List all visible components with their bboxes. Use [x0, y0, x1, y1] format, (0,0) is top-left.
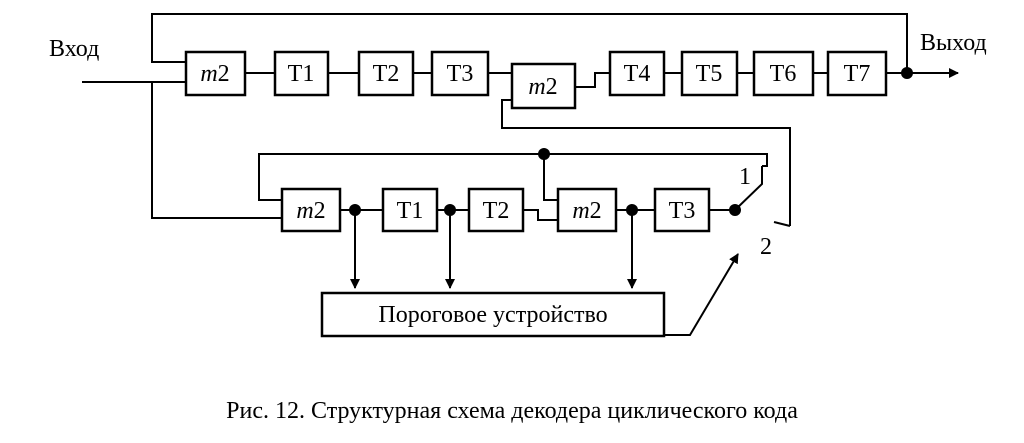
top-register-t6: T6: [752, 50, 815, 97]
tap2-node-dot: [444, 204, 456, 216]
svg-text:T6: T6: [770, 61, 797, 87]
threshold-to-switch-arrow: [664, 253, 739, 336]
svg-text:T2: T2: [373, 61, 400, 87]
wires: [82, 13, 959, 336]
wire-lt2-lm2b: [523, 209, 558, 221]
svg-text:T5: T5: [696, 61, 723, 87]
junction-dots: [349, 67, 913, 216]
bottom-feedback-left-wire: [258, 153, 544, 201]
input-label: Вход: [49, 36, 99, 62]
top-row: m2 T1 T2 T3 m2 T4 T5: [184, 50, 888, 110]
bottom-register-t3: T3: [653, 187, 711, 233]
svg-text:T7: T7: [844, 61, 871, 87]
top-register-t2: T2: [357, 50, 415, 97]
bottom-feedback-m2b-wire: [543, 154, 558, 201]
svg-text:T3: T3: [669, 198, 696, 224]
top-register-t3: T3: [430, 50, 490, 97]
output-node-dot: [901, 67, 913, 79]
switch-to-m2b-wire: [501, 99, 791, 226]
bottom-mod2-adder-2: m2: [556, 187, 618, 233]
bottom-row: m2 T1 T2 m2 T3: [280, 187, 711, 233]
switch-position-2-label: 2: [760, 234, 772, 260]
svg-text:T2: T2: [483, 198, 510, 224]
bottom-register-t2: T2: [467, 187, 525, 233]
top-register-t4: T4: [608, 50, 666, 97]
svg-text:m2: m2: [200, 61, 229, 87]
threshold-device: Пороговое устройство: [320, 291, 666, 338]
output-label: Выход: [920, 30, 987, 56]
svg-text:m2: m2: [296, 198, 325, 224]
switch-pivot-dot: [729, 204, 741, 216]
switch-blade: [734, 166, 763, 211]
figure-caption: Рис. 12. Структурная схема декодера цикл…: [226, 398, 798, 424]
bottom-mod2-adder-1: m2: [280, 187, 342, 233]
svg-text:T1: T1: [288, 61, 315, 87]
svg-text:Пороговое устройство: Пороговое устройство: [378, 302, 607, 328]
tap1-node-dot: [349, 204, 361, 216]
top-register-t7: T7: [826, 50, 888, 97]
feedback-node-dot: [538, 148, 550, 160]
svg-text:T3: T3: [447, 61, 474, 87]
tap3-node-dot: [626, 204, 638, 216]
top-register-t5: T5: [680, 50, 739, 97]
top-mod2-adder-1: m2: [184, 50, 247, 97]
top-feedback-wire: [151, 13, 908, 73]
switch-position-1-label: 1: [739, 164, 751, 190]
bottom-feedback-wire: [544, 153, 768, 167]
svg-text:m2: m2: [572, 198, 601, 224]
switch-contact-2: [773, 221, 791, 227]
svg-text:T1: T1: [397, 198, 424, 224]
top-register-t1: T1: [273, 50, 330, 97]
svg-text:m2: m2: [528, 74, 557, 100]
wire-m2b-t4: [575, 72, 610, 88]
input-branch-wire: [151, 82, 282, 219]
bottom-register-t1: T1: [381, 187, 439, 233]
top-mod2-adder-2: m2: [510, 62, 577, 110]
svg-text:T4: T4: [624, 61, 651, 87]
